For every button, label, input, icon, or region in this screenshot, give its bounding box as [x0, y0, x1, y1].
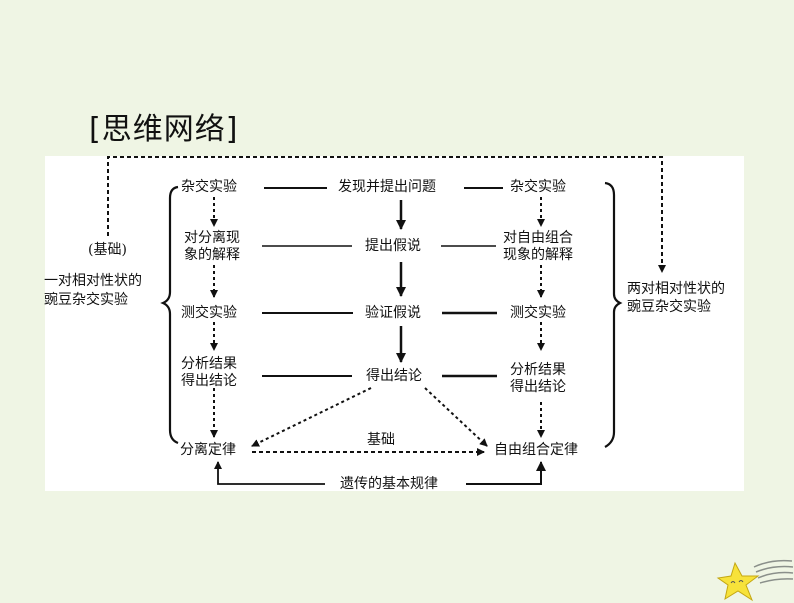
right-step-explain-line2: 现象的解释 [503, 247, 573, 263]
right-step-analyze-line1: 分析结果 [510, 362, 566, 378]
left-basis-label: (基础) [88, 242, 127, 258]
bottom-basis-label: 基础 [367, 432, 395, 448]
left-step-testcross: 测交实验 [181, 305, 237, 321]
right-step-analyze-line2: 得出结论 [510, 379, 566, 395]
diag-arrow-to-segregation [251, 387, 372, 447]
left-step-explain-line2: 象的解释 [184, 247, 240, 263]
right-experiment-line2: 豌豆杂交实验 [627, 299, 711, 315]
right-step-hybrid: 杂交实验 [510, 179, 566, 195]
left-brace [160, 185, 179, 445]
diagram-panel [45, 156, 744, 491]
left-experiment-line2: 豌豆杂交实验 [44, 292, 128, 308]
basic-genetic-laws-label: 遗传的基本规律 [340, 476, 438, 492]
left-experiment-line1: 一对相对性状的 [44, 273, 142, 289]
law-right-connector [466, 461, 546, 485]
independent-assortment-law: 自由组合定律 [494, 442, 578, 458]
right-step-explain-line1: 对自由组合 [503, 230, 573, 246]
middle-step-question: 发现并提出问题 [338, 179, 436, 195]
diag-arrow-to-independent [424, 387, 488, 447]
right-step-testcross: 测交实验 [510, 305, 566, 321]
left-step-analyze-line2: 得出结论 [181, 373, 237, 389]
right-brace [604, 181, 623, 448]
shooting-star-icon [716, 559, 794, 602]
right-experiment-line1: 两对相对性状的 [627, 281, 725, 297]
middle-step-hypothesis: 提出假说 [365, 238, 421, 254]
section-title: [思维网络] [89, 112, 239, 147]
left-step-hybrid: 杂交实验 [181, 179, 237, 195]
law-left-connector [214, 461, 325, 485]
left-step-analyze-line1: 分析结果 [181, 356, 237, 372]
segregation-law: 分离定律 [180, 442, 236, 458]
left-step-explain-line1: 对分离现 [184, 230, 240, 246]
middle-step-conclusion: 得出结论 [366, 368, 422, 384]
middle-step-verify: 验证假说 [365, 305, 421, 321]
